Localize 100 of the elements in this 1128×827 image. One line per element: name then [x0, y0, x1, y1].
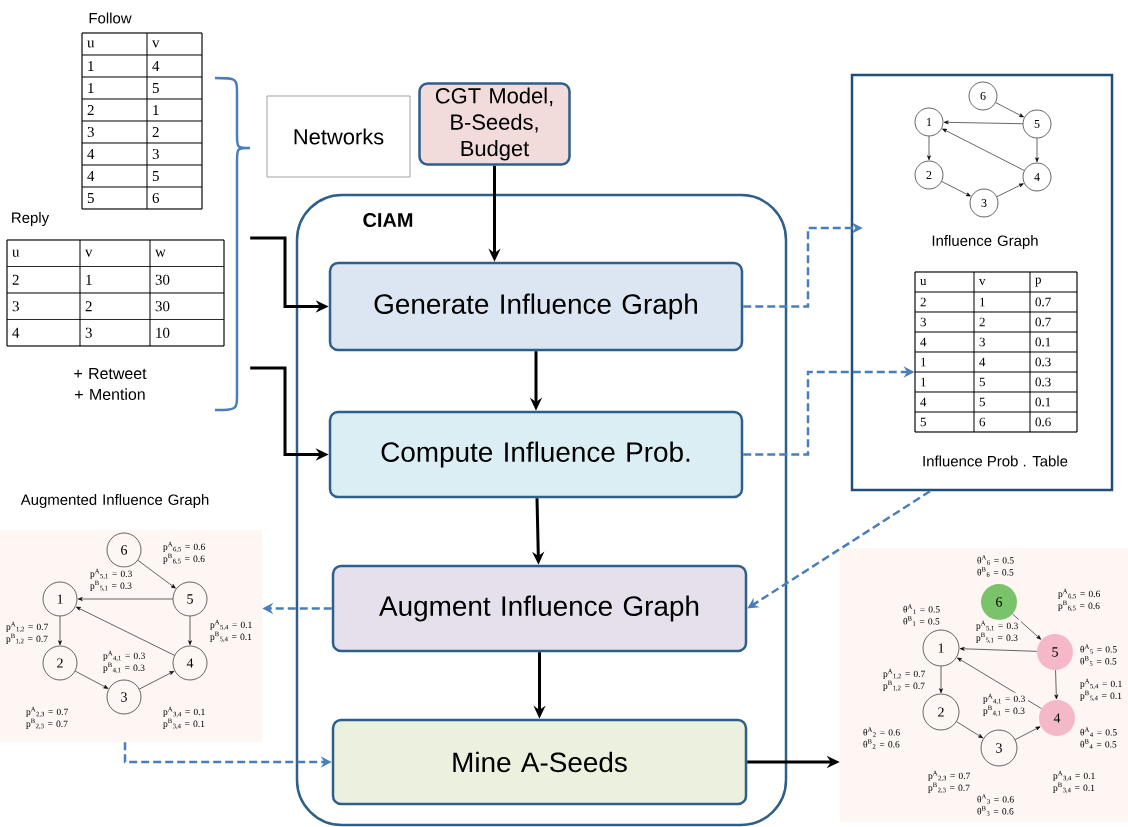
arrow — [939, 666, 943, 694]
table-cell: 30 — [149, 292, 225, 320]
threshold-label: θ$^{A}$$_{2}$ = 0.6 θ$^{B}$$_{2}$ = 0.6 — [862, 726, 908, 750]
edge-label: p$^{A}$$_{6,5}$ = 0.6 p$^{B}$$_{6,5}$ = 0.6 — [1057, 587, 1103, 613]
threshold-label: θ$^{A}$$_{5}$ = 0.5 θ$^{B}$$_{5}$ = 0.5 — [1079, 643, 1125, 667]
table-cell: u — [81, 32, 148, 56]
table-cell: 5 — [146, 76, 203, 100]
table-cell: 0.1 — [1029, 331, 1078, 353]
table-cell: 3 — [79, 319, 151, 347]
table-cell: 2 — [973, 311, 1031, 333]
arrow — [77, 597, 173, 601]
arrow — [1012, 613, 1042, 640]
edge-label: p$^{A}$$_{4,1}$ = 0.3 p$^{B}$$_{4,1}$ = 0.3 — [982, 692, 1028, 718]
table-cell: 0.7 — [1029, 311, 1078, 333]
arrow — [58, 616, 62, 646]
graph-caption: Influence Graph — [932, 235, 1038, 249]
table-cell: 1 — [973, 291, 1031, 313]
table-cell: p — [1029, 271, 1078, 293]
input-box: CGT Model, B-Seeds, Budget — [418, 82, 571, 166]
arrow — [1035, 138, 1039, 163]
table-cell: 4 — [914, 331, 975, 353]
table-cell: 6 — [146, 186, 203, 210]
edge-label: p$^{A}$$_{6,5}$ = 0.6 p$^{B}$$_{6,5}$ = 0.6 — [162, 540, 208, 566]
table-cell: 0.3 — [1029, 351, 1078, 373]
process-box: Augment Influence Graph — [331, 564, 748, 653]
arrow — [957, 657, 1042, 709]
table-caption: Influence Prob . Table — [923, 455, 1068, 467]
arrow — [188, 616, 192, 646]
table-cell: 0.3 — [1029, 371, 1078, 393]
edge-label: p$^{A}$$_{4,1}$ = 0.3 p$^{B}$$_{4,1}$ = 0.3 — [102, 649, 148, 675]
threshold-label: θ$^{A}$$_{4}$ = 0.5 θ$^{B}$$_{4}$ = 0.5 — [1079, 726, 1125, 750]
arrow — [956, 721, 984, 739]
note: + Retweet + Mention — [74, 367, 147, 400]
table-cell: 4 — [81, 142, 148, 166]
arrow — [995, 102, 1024, 118]
table-cell: 2 — [79, 292, 151, 320]
arrow — [76, 606, 175, 656]
table-cell: v — [79, 239, 151, 267]
arrow — [943, 120, 1023, 125]
text-box: Networks — [266, 95, 411, 178]
container-title: CIAM — [363, 212, 413, 228]
table-cell: 1 — [914, 371, 975, 393]
table-cell: 3 — [81, 120, 148, 144]
arrow — [139, 671, 175, 690]
edge-label: p$^{A}$$_{1,2}$ = 0.7 p$^{B}$$_{1,2}$ = 0.7 — [5, 620, 51, 646]
arrow — [942, 128, 1025, 171]
table-cell: 0.7 — [1029, 291, 1078, 313]
arrow — [1054, 669, 1059, 700]
table-title: Reply — [12, 212, 50, 226]
table-cell: 2 — [914, 291, 975, 313]
arrow — [927, 136, 931, 161]
graph-title: Augmented Influence Graph — [20, 494, 209, 508]
brace — [215, 76, 252, 412]
arrow — [996, 183, 1024, 197]
arrow — [75, 670, 109, 689]
process-box: Generate Influence Graph — [328, 261, 744, 352]
table-cell: 1 — [81, 54, 148, 78]
edge-label: p$^{A}$$_{5,1}$ = 0.3 p$^{B}$$_{5,1}$ = 0.3 — [975, 619, 1021, 645]
edge-label: p$^{A}$$_{2,3}$ = 0.7 p$^{B}$$_{2,3}$ = 0.7 — [927, 769, 973, 795]
edge-label: p$^{A}$$_{3,4}$ = 0.1 p$^{B}$$_{3,4}$ = 0.1 — [162, 705, 208, 731]
table-cell: 5 — [973, 371, 1031, 393]
threshold-label: θ$^{A}$$_{6}$ = 0.5 θ$^{B}$$_{6}$ = 0.5 — [976, 554, 1022, 578]
table-cell: 4 — [81, 164, 148, 188]
edge-label: p$^{A}$$_{3,4}$ = 0.1 p$^{B}$$_{3,4}$ = 0.1 — [1052, 769, 1098, 795]
table-cell: 3 — [146, 142, 203, 166]
panel-frame — [850, 73, 1114, 492]
arrow — [137, 560, 176, 589]
table-cell: 1 — [914, 351, 975, 373]
table-cell: w — [149, 239, 225, 267]
table-cell: 0.6 — [1029, 411, 1078, 433]
arrow — [1014, 726, 1041, 740]
table-cell: 5 — [146, 164, 203, 188]
arrow — [941, 181, 971, 197]
edge-label: p$^{A}$$_{5,4}$ = 0.1 p$^{B}$$_{5,4}$ = 0.1 — [209, 618, 255, 644]
edge-label: p$^{A}$$_{5,1}$ = 0.3 p$^{B}$$_{5,1}$ = 0.3 — [89, 567, 135, 593]
table-cell: 2 — [6, 266, 81, 294]
table-cell: 1 — [79, 266, 151, 294]
table-title: Follow — [89, 12, 132, 24]
edge-label: p$^{A}$$_{1,2}$ = 0.7 p$^{B}$$_{1,2}$ = 0.7 — [882, 667, 928, 693]
table-cell: v — [973, 271, 1031, 293]
table-cell: 3 — [6, 292, 81, 320]
table-cell: v — [146, 32, 203, 56]
table-cell: 2 — [146, 120, 203, 144]
table-cell: 4 — [973, 351, 1031, 373]
table-cell: 10 — [149, 319, 225, 347]
edge-label: p$^{A}$$_{2,3}$ = 0.7 p$^{B}$$_{2,3}$ = 0.7 — [25, 705, 71, 731]
table-cell: 1 — [81, 76, 148, 100]
threshold-label: θ$^{A}$$_{3}$ = 0.6 θ$^{B}$$_{3}$ = 0.6 — [976, 793, 1022, 817]
threshold-label: θ$^{A}$$_{1}$ = 0.5 θ$^{B}$$_{1}$ = 0.5 — [902, 603, 948, 627]
table-cell: 6 — [973, 411, 1031, 433]
table-cell: 4 — [914, 391, 975, 413]
table-cell: 30 — [149, 266, 225, 294]
table-cell: 3 — [973, 331, 1031, 353]
table-cell: 3 — [914, 311, 975, 333]
edge-label: p$^{A}$$_{5,4}$ = 0.1 p$^{B}$$_{5,4}$ = 0.1 — [1079, 677, 1125, 703]
table-cell: 2 — [81, 98, 148, 122]
process-box: Mine A-Seeds — [331, 718, 748, 806]
arrow — [959, 646, 1038, 652]
table-cell: 1 — [146, 98, 203, 122]
table-cell: u — [6, 239, 81, 267]
